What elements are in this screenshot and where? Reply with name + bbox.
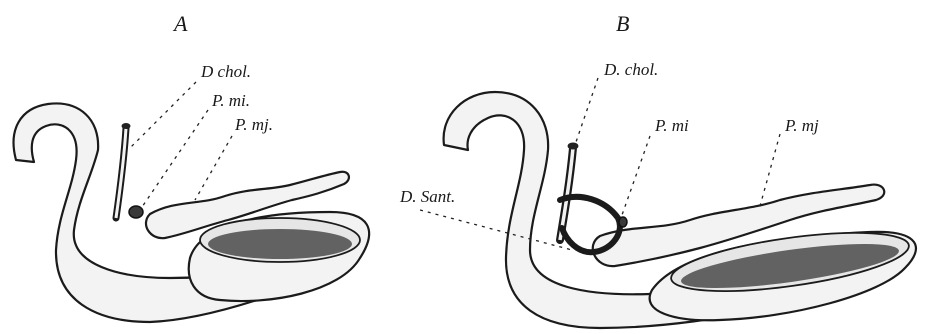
panel-b: B D. chol. P. mi P. mj D. Sant. — [399, 11, 916, 328]
label-p-mi-a: P. mi. — [211, 91, 250, 110]
label-d-sant-b: D. Sant. — [399, 187, 455, 206]
label-d-chol-b: D. chol. — [603, 60, 658, 79]
minor-duct-a — [129, 206, 143, 218]
label-d-chol-a: D chol. — [200, 62, 251, 81]
leader-d-chol-b — [576, 78, 598, 142]
panel-b-label: B — [616, 11, 629, 36]
panel-a-label: A — [172, 11, 188, 36]
bile-duct-a-end — [122, 123, 131, 129]
bowl-a — [189, 212, 369, 301]
leader-d-sant-b — [420, 210, 572, 250]
bile-duct-b-end — [568, 143, 579, 150]
leader-p-mi-b — [622, 136, 650, 215]
label-p-mi-b: P. mi — [654, 116, 689, 135]
label-p-mj-a: P. mj. — [234, 115, 273, 134]
panel-a: A D chol. P. mi. P. mj. — [14, 11, 370, 322]
leader-p-mi-a — [142, 110, 208, 207]
leader-d-chol-a — [130, 82, 196, 148]
leader-p-mj-b — [760, 134, 780, 206]
leader-p-mj-a — [195, 136, 232, 200]
label-p-mj-b: P. mj — [784, 116, 819, 135]
minor-papilla-b — [619, 217, 627, 227]
